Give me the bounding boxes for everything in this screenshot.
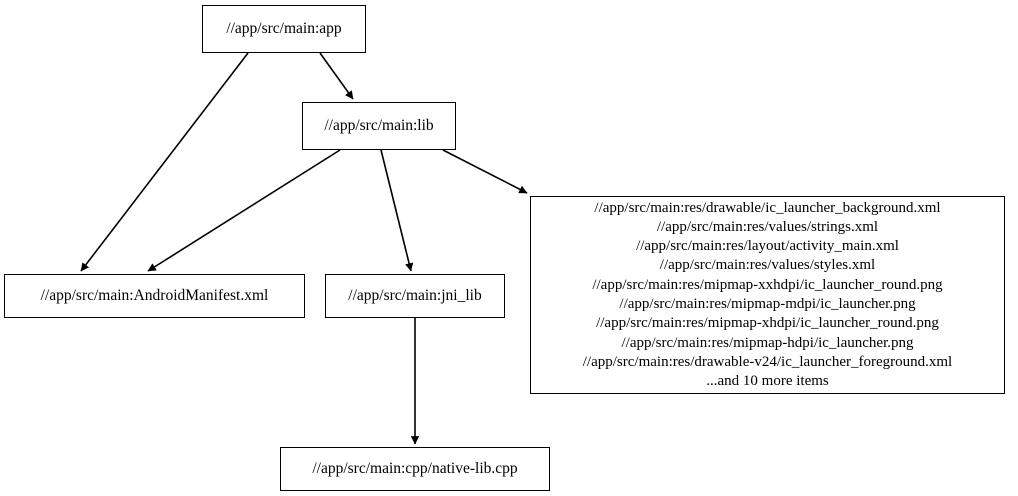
edge-lib-to-android-manifest bbox=[147, 149, 341, 272]
edge-lib-to-jni-lib bbox=[380, 149, 414, 272]
node-app-src-main-androidmanifest-xml[interactable]: //app/src/main:AndroidManifest.xml bbox=[4, 274, 305, 318]
node-label: //app/src/main:lib bbox=[324, 117, 434, 135]
node-label: //app/src/main:app bbox=[226, 20, 342, 38]
edge-app-to-android-manifest bbox=[80, 52, 249, 272]
node-label: //app/src/main:jni_lib bbox=[348, 287, 482, 305]
edge-app-to-lib bbox=[319, 52, 354, 100]
node-label: //app/src/main:cpp/native-lib.cpp bbox=[312, 460, 518, 478]
node-label: //app/src/main:res/drawable/ic_launcher_… bbox=[582, 199, 953, 390]
edge-lib-to-resources bbox=[442, 149, 528, 194]
node-app-src-main-lib[interactable]: //app/src/main:lib bbox=[302, 102, 456, 150]
node-app-src-main-res-collection[interactable]: //app/src/main:res/drawable/ic_launcher_… bbox=[530, 196, 1005, 394]
node-app-src-main-app[interactable]: //app/src/main:app bbox=[202, 5, 366, 53]
node-app-src-main-jni-lib[interactable]: //app/src/main:jni_lib bbox=[325, 274, 505, 318]
node-app-src-main-cpp-native-lib-cpp[interactable]: //app/src/main:cpp/native-lib.cpp bbox=[280, 447, 550, 491]
node-label: //app/src/main:AndroidManifest.xml bbox=[40, 287, 269, 305]
